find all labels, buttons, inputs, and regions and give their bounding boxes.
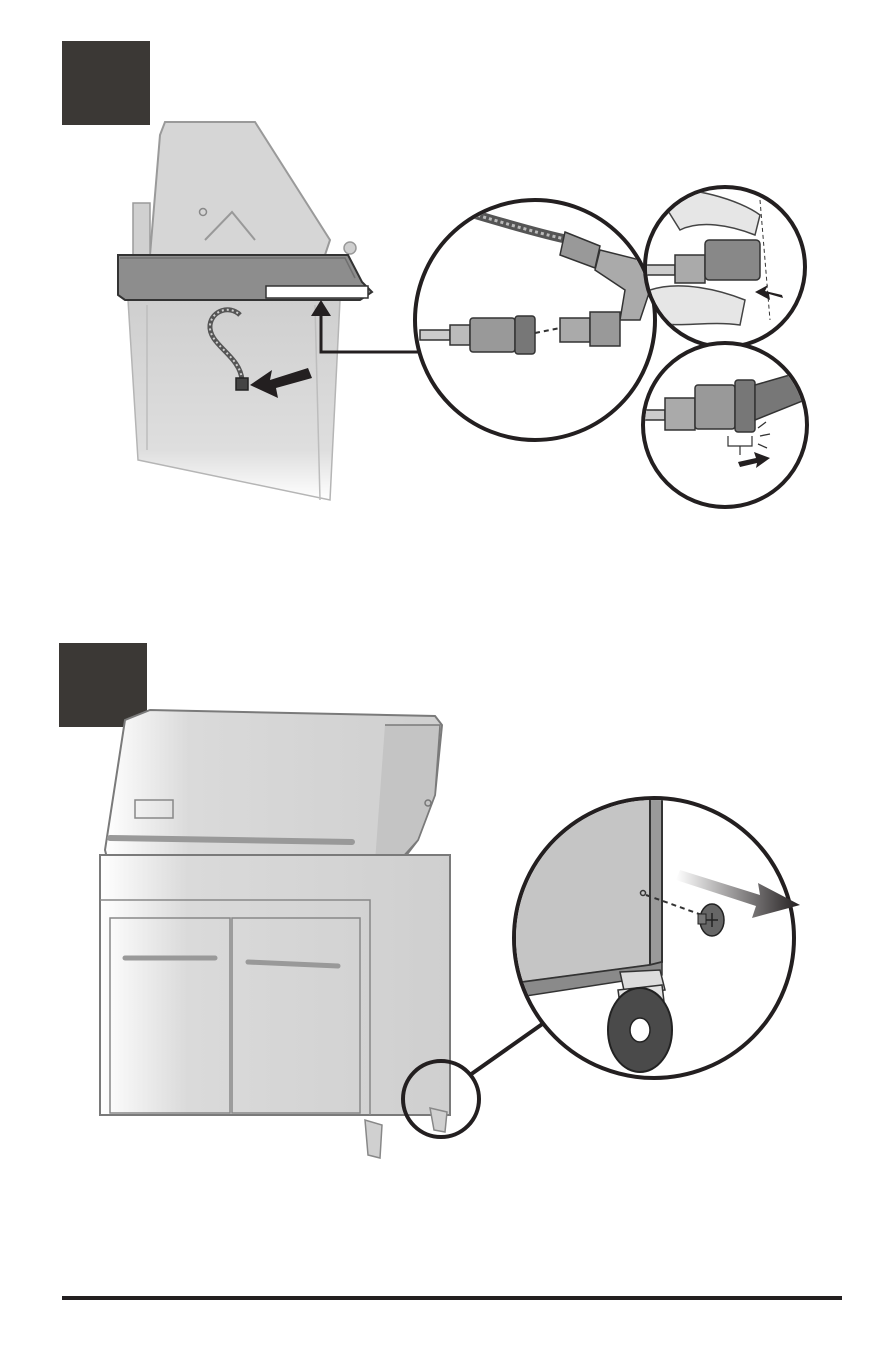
step-1-illustration [0,0,881,520]
step-2-illustration [0,640,881,1170]
grill-lid [105,710,442,870]
page-bottom-rule [62,1296,842,1300]
zoom-circle-connection [415,200,655,440]
step-1-drawing [0,0,881,520]
zoom-circle-caster-screw [500,790,800,1078]
callout-line [470,1020,548,1075]
zoom-circle-pull-collar [645,187,805,347]
zoom-circle-click [640,343,807,507]
grill-lid-side [133,122,356,255]
grill-cart-side [128,300,340,500]
step-2-drawing [0,640,881,1170]
shelf-label-slot [266,286,368,298]
grill-cart [100,855,450,1158]
